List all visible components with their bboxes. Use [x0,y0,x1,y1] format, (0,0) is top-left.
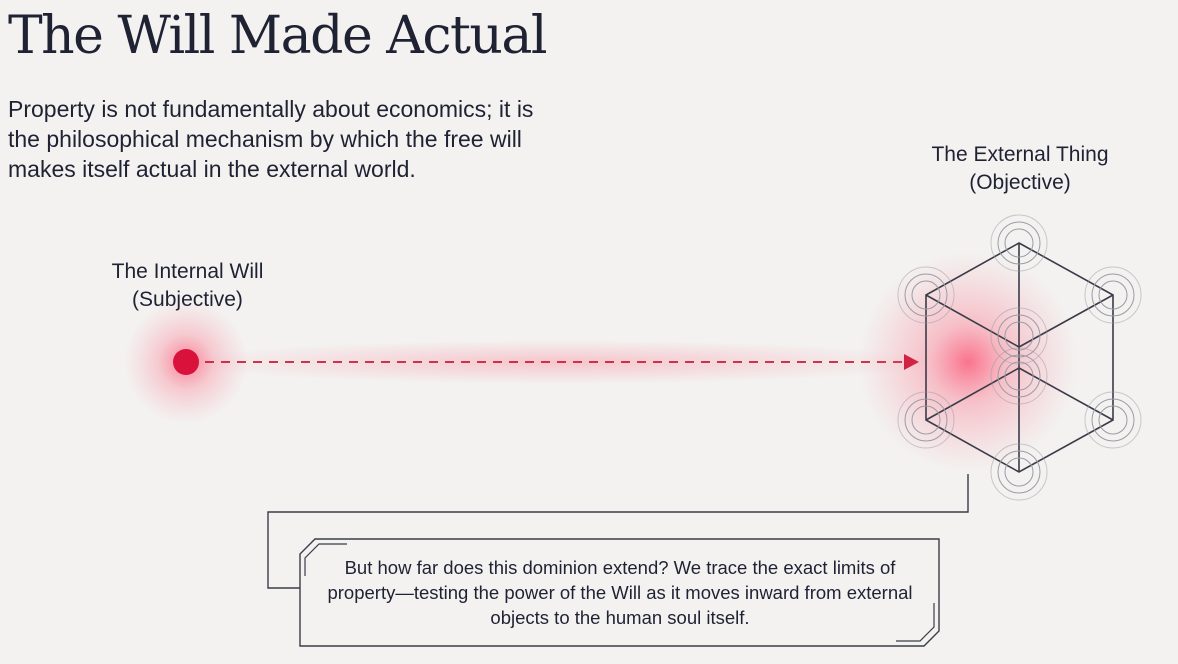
internal-will-label: The Internal Will (Subjective) [80,258,295,314]
cube-edge [1018,294,1114,348]
callout-text: But how far does this dominion extend? W… [327,557,913,628]
cube-edge [925,367,1020,421]
vertex-ring [990,307,1048,365]
callout-connector [267,474,969,589]
callout-frame [299,538,940,647]
vertex-rings [897,214,1142,501]
page-subtitle: Property is not fundamentally about econ… [8,96,534,182]
cube-edge [925,294,1020,348]
vertex-ring [990,443,1048,501]
vertex-ring [897,391,955,449]
vertex-ring [990,214,1048,272]
external-thing-title: The External Thing [931,143,1109,166]
internal-will-title: The Internal Will [111,260,264,283]
callout-corner-mark [896,603,935,642]
vertex-ring [990,347,1048,405]
cube-edge [1018,367,1114,421]
external-thing-subtitle: (Objective) [969,171,1071,194]
external-thing-glow [858,252,1078,472]
callout-corner-mark [304,543,347,576]
external-thing-label: The External Thing (Objective) [900,141,1140,197]
vertex-ring [897,266,955,324]
internal-will-subtitle: (Subjective) [132,288,243,311]
vertex-ring [1084,266,1142,324]
page-title: The Will Made Actual [8,6,547,66]
vertex-ring [1084,391,1142,449]
internal-will-dot [173,349,199,375]
